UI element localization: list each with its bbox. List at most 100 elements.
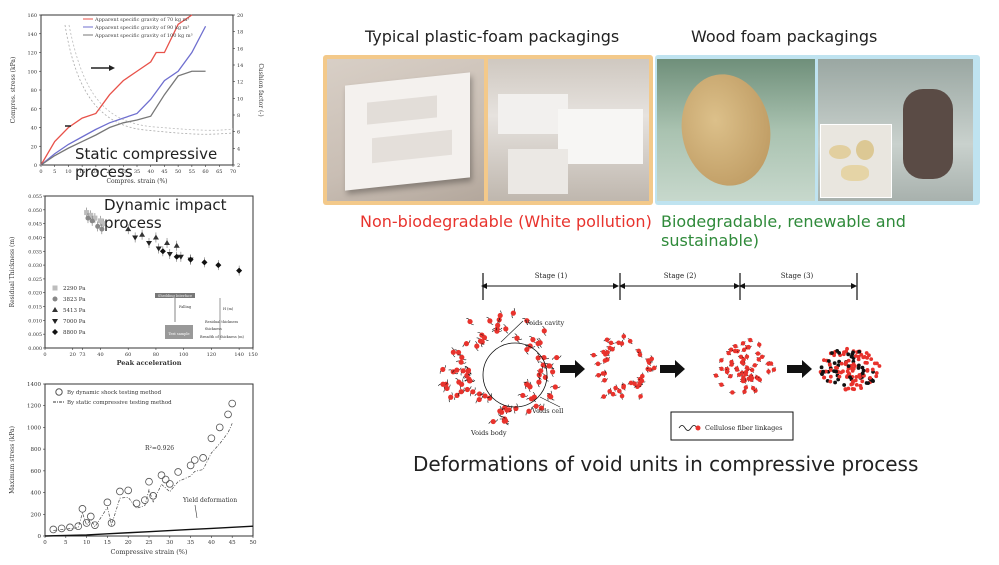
fiber-node: [503, 326, 509, 332]
data-point: [155, 246, 162, 252]
y-tick-label: 0.040: [28, 235, 42, 241]
fiber-node: [845, 346, 849, 351]
inset-label-5: Residual thickness: [205, 320, 238, 324]
fiber-node: [440, 381, 446, 387]
dynamic-point: [166, 480, 174, 488]
fiber-node: [464, 386, 470, 393]
fiber-node: [827, 363, 832, 367]
legend-marker: [52, 296, 58, 302]
series-line-3: [40, 70, 206, 166]
fiber-node: [839, 361, 844, 366]
fiber-node: [746, 376, 752, 381]
y-tick-label: 0.020: [28, 291, 42, 297]
fiber-node: [875, 361, 879, 366]
wood-foam-burning-photo: [818, 59, 973, 201]
legend-label-3: Apparent specific gravity of 100 kg m³: [94, 33, 193, 39]
x-tick-label: 0: [43, 540, 47, 546]
inset-label-6: thickness: [205, 327, 222, 331]
fiber-node: [853, 378, 858, 383]
fiber-node: [638, 394, 643, 399]
data-point: [95, 223, 101, 229]
fiber-node: [877, 364, 882, 368]
fiber-node: [487, 395, 493, 401]
fiber-node: [854, 382, 859, 387]
y-tick-label: 0.015: [28, 305, 42, 311]
fiber-node: [527, 384, 533, 390]
wood-foam-disc-photo: [657, 59, 815, 201]
fiber-node: [510, 310, 516, 316]
legend-label-1: Apparent specific gravity of 70 kg m³: [94, 17, 189, 23]
fiber-node: [627, 338, 633, 344]
legend-marker: [52, 307, 58, 312]
legend-label: 2290 Pa: [63, 286, 86, 292]
legend-label: 3823 Pa: [63, 297, 86, 303]
legend-marker: [52, 329, 58, 335]
fiber-node: [476, 396, 482, 403]
void-compact-cluster: [713, 337, 777, 395]
fiber-node: [741, 347, 747, 353]
fiber-node: [455, 349, 462, 356]
plastic-photo-group: [323, 55, 653, 205]
x-tick-label: 25: [146, 540, 153, 546]
fiber-node: [768, 361, 774, 366]
fiber-node: [591, 352, 596, 358]
fiber-node: [748, 337, 753, 343]
data-point: [152, 234, 159, 240]
dynamic-point: [145, 477, 153, 486]
fiber-node: [474, 343, 480, 349]
x-tick-label: 20: [125, 540, 132, 546]
legend-label-2: Apparent specific gravity of 90 kg m³: [94, 25, 189, 31]
x-tick-label: 10: [65, 169, 71, 175]
dynamic-point: [57, 524, 66, 533]
fiber-node: [843, 362, 848, 367]
fiber-node: [504, 407, 510, 413]
dynamic-point: [78, 505, 87, 513]
y2-tick-label: 16: [237, 46, 243, 52]
fiber-node: [842, 383, 847, 387]
x-tick-label: 50: [175, 169, 181, 175]
data-point: [173, 242, 180, 248]
y-tick-label: 400: [31, 491, 42, 497]
voids-cell-circle: [482, 342, 548, 408]
dynamic-point: [190, 456, 199, 464]
dynamic-point: [149, 492, 157, 500]
fiber-node: [860, 365, 865, 370]
foam-block-3: [508, 149, 568, 194]
fiber-node: [834, 369, 838, 374]
x-tick-label: 15: [79, 169, 85, 175]
x-tick-label: 45: [229, 540, 236, 546]
fiber-node: [859, 352, 864, 357]
fiber-node: [740, 341, 746, 346]
fiber-node: [554, 354, 560, 361]
wood-foam-disc: [672, 67, 780, 193]
fiber-node: [497, 408, 503, 414]
y-tick-label: 0.010: [28, 318, 42, 324]
data-point: [84, 210, 90, 216]
data-point: [92, 215, 98, 221]
fiber-node: [470, 389, 476, 395]
stage-3-label: Stage (3): [781, 272, 814, 280]
fiber-node: [632, 381, 637, 386]
dynamic-point: [49, 525, 58, 534]
y-tick-label: 100: [27, 69, 37, 75]
dynamic-point: [199, 454, 207, 462]
fiber-node: [837, 350, 842, 355]
r2-annotation: R²=0.926: [145, 445, 174, 452]
fiber-node: [540, 362, 546, 368]
wood-caption: Biodegradable, renewable and sustainable…: [661, 212, 906, 250]
fiber-node: [730, 390, 735, 395]
fiber-node: [734, 367, 740, 372]
wood-foam-piece-2: [856, 140, 874, 160]
voids-cell-pointer: [539, 396, 561, 408]
inset-label-7: Breadth of thickness (m): [200, 335, 245, 339]
x-tick-label: 55: [189, 169, 195, 175]
fiber-node: [621, 384, 626, 390]
fiber-node: [538, 368, 544, 374]
fiber-node: [602, 377, 607, 383]
fiber-node: [740, 378, 746, 384]
y-axis-label: Residual Thickness (m): [9, 237, 16, 308]
fiber-node: [637, 380, 642, 386]
y2-tick-label: 6: [237, 130, 240, 136]
y-tick-label: 1200: [27, 404, 41, 410]
